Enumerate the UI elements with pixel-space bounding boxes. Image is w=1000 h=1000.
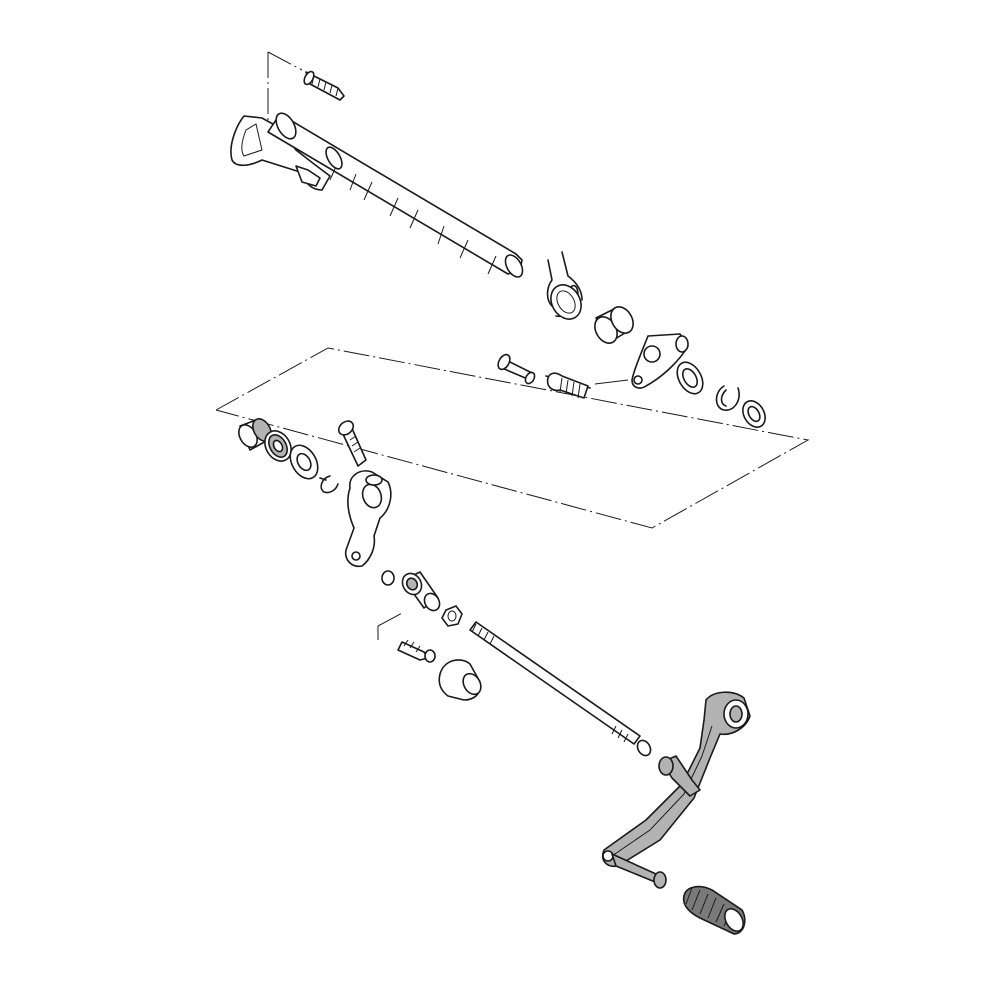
washer — [676, 361, 704, 395]
stopper-spring — [545, 372, 591, 399]
shaft-collar — [594, 306, 634, 344]
circlip — [715, 385, 740, 411]
locknut — [441, 605, 463, 627]
stopper-lever — [631, 333, 689, 389]
rubber-boot — [438, 659, 482, 701]
foot-peg — [611, 853, 667, 889]
oil-seal — [742, 400, 766, 428]
pedal-rubber — [682, 885, 746, 935]
joint-bolt — [397, 639, 436, 663]
rod-end-joint — [381, 570, 441, 612]
stopper-bolt — [497, 353, 536, 385]
shift-arm-washer — [289, 444, 319, 480]
shift-arm — [344, 470, 392, 568]
pedal-pivot-bolt — [658, 755, 701, 797]
shift-pedal — [602, 691, 751, 868]
clamp-bolt — [337, 420, 367, 467]
shift-shaft-stud-bolt — [303, 70, 345, 101]
shift-rod — [469, 621, 652, 757]
shift-shaft-assembly — [230, 112, 524, 278]
bearing — [264, 430, 292, 462]
e-clip — [319, 475, 339, 494]
return-spring — [546, 251, 583, 320]
